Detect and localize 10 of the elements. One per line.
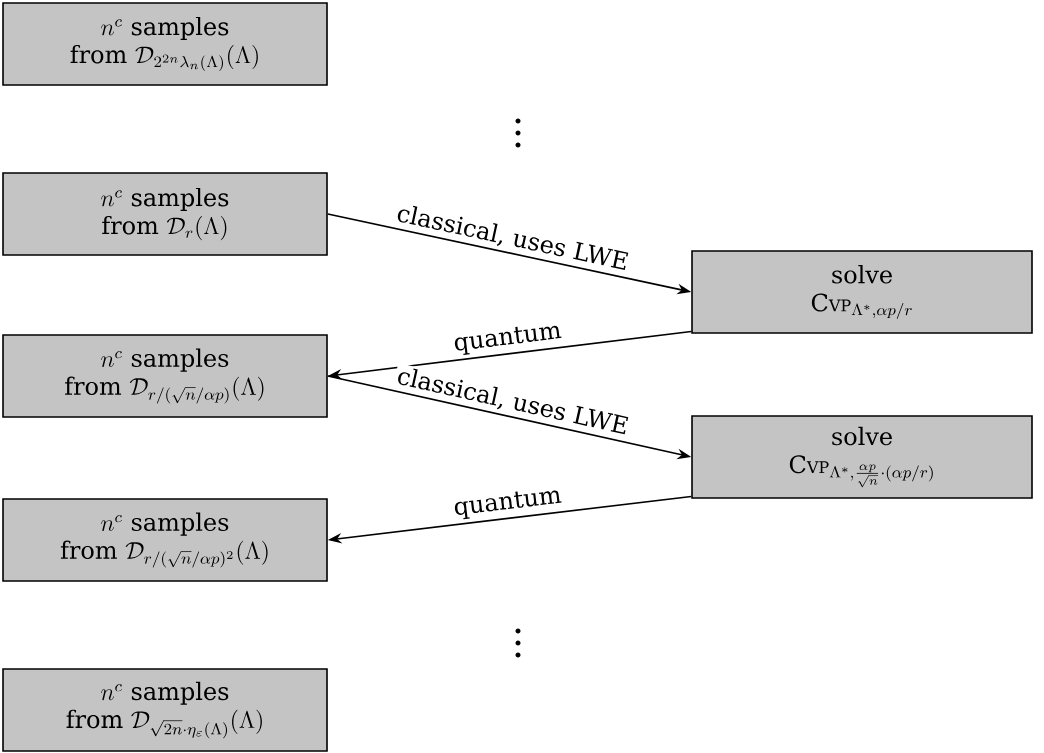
sample-box: $n^c\mbox{ samples}$ $\mbox{from }\mathcal{D}_{r/(\sqrt{n}/\alpha p)}(\Lambda)$ bbox=[2, 334, 328, 418]
edge-label: classical, uses LWE bbox=[397, 205, 629, 270]
sample-box: $n^c\mbox{ samples}$ $\mbox{from }\mathcal{D}_{2^{2n}\lambda_n(\Lambda)}(\Lambda)$ bbox=[2, 2, 328, 86]
sample-box: $\mbox{solve}$ $\mbox{C{\footnotesize VP}}_{\Lambda^*,\frac{\alpha p}{\sqrt{n}}\cdot(\alpha p/r)}$ bbox=[691, 415, 1033, 499]
edge-label: quantum bbox=[454, 325, 562, 355]
edge-label: quantum bbox=[454, 490, 562, 520]
sample-box: $n^c\mbox{ samples}$ $\mbox{from }\mathcal{D}_{r}(\Lambda)$ bbox=[2, 172, 328, 256]
sample-box: $n^c\mbox{ samples}$ $\mbox{from }\mathcal{D}_{\sqrt{2n}\cdot\eta_\varepsilon(\Lambda)}(\Lambda)$ bbox=[2, 668, 328, 752]
sample-box: $n^c\mbox{ samples}$ $\mbox{from }\mathcal{D}_{r/(\sqrt{n}/\alpha p)^2}(\Lambda)$ bbox=[2, 498, 328, 582]
sample-box: $\mbox{solve}$ $\mbox{C{\footnotesize VP}}_{\Lambda^*,\alpha p/r}$ bbox=[691, 250, 1033, 334]
